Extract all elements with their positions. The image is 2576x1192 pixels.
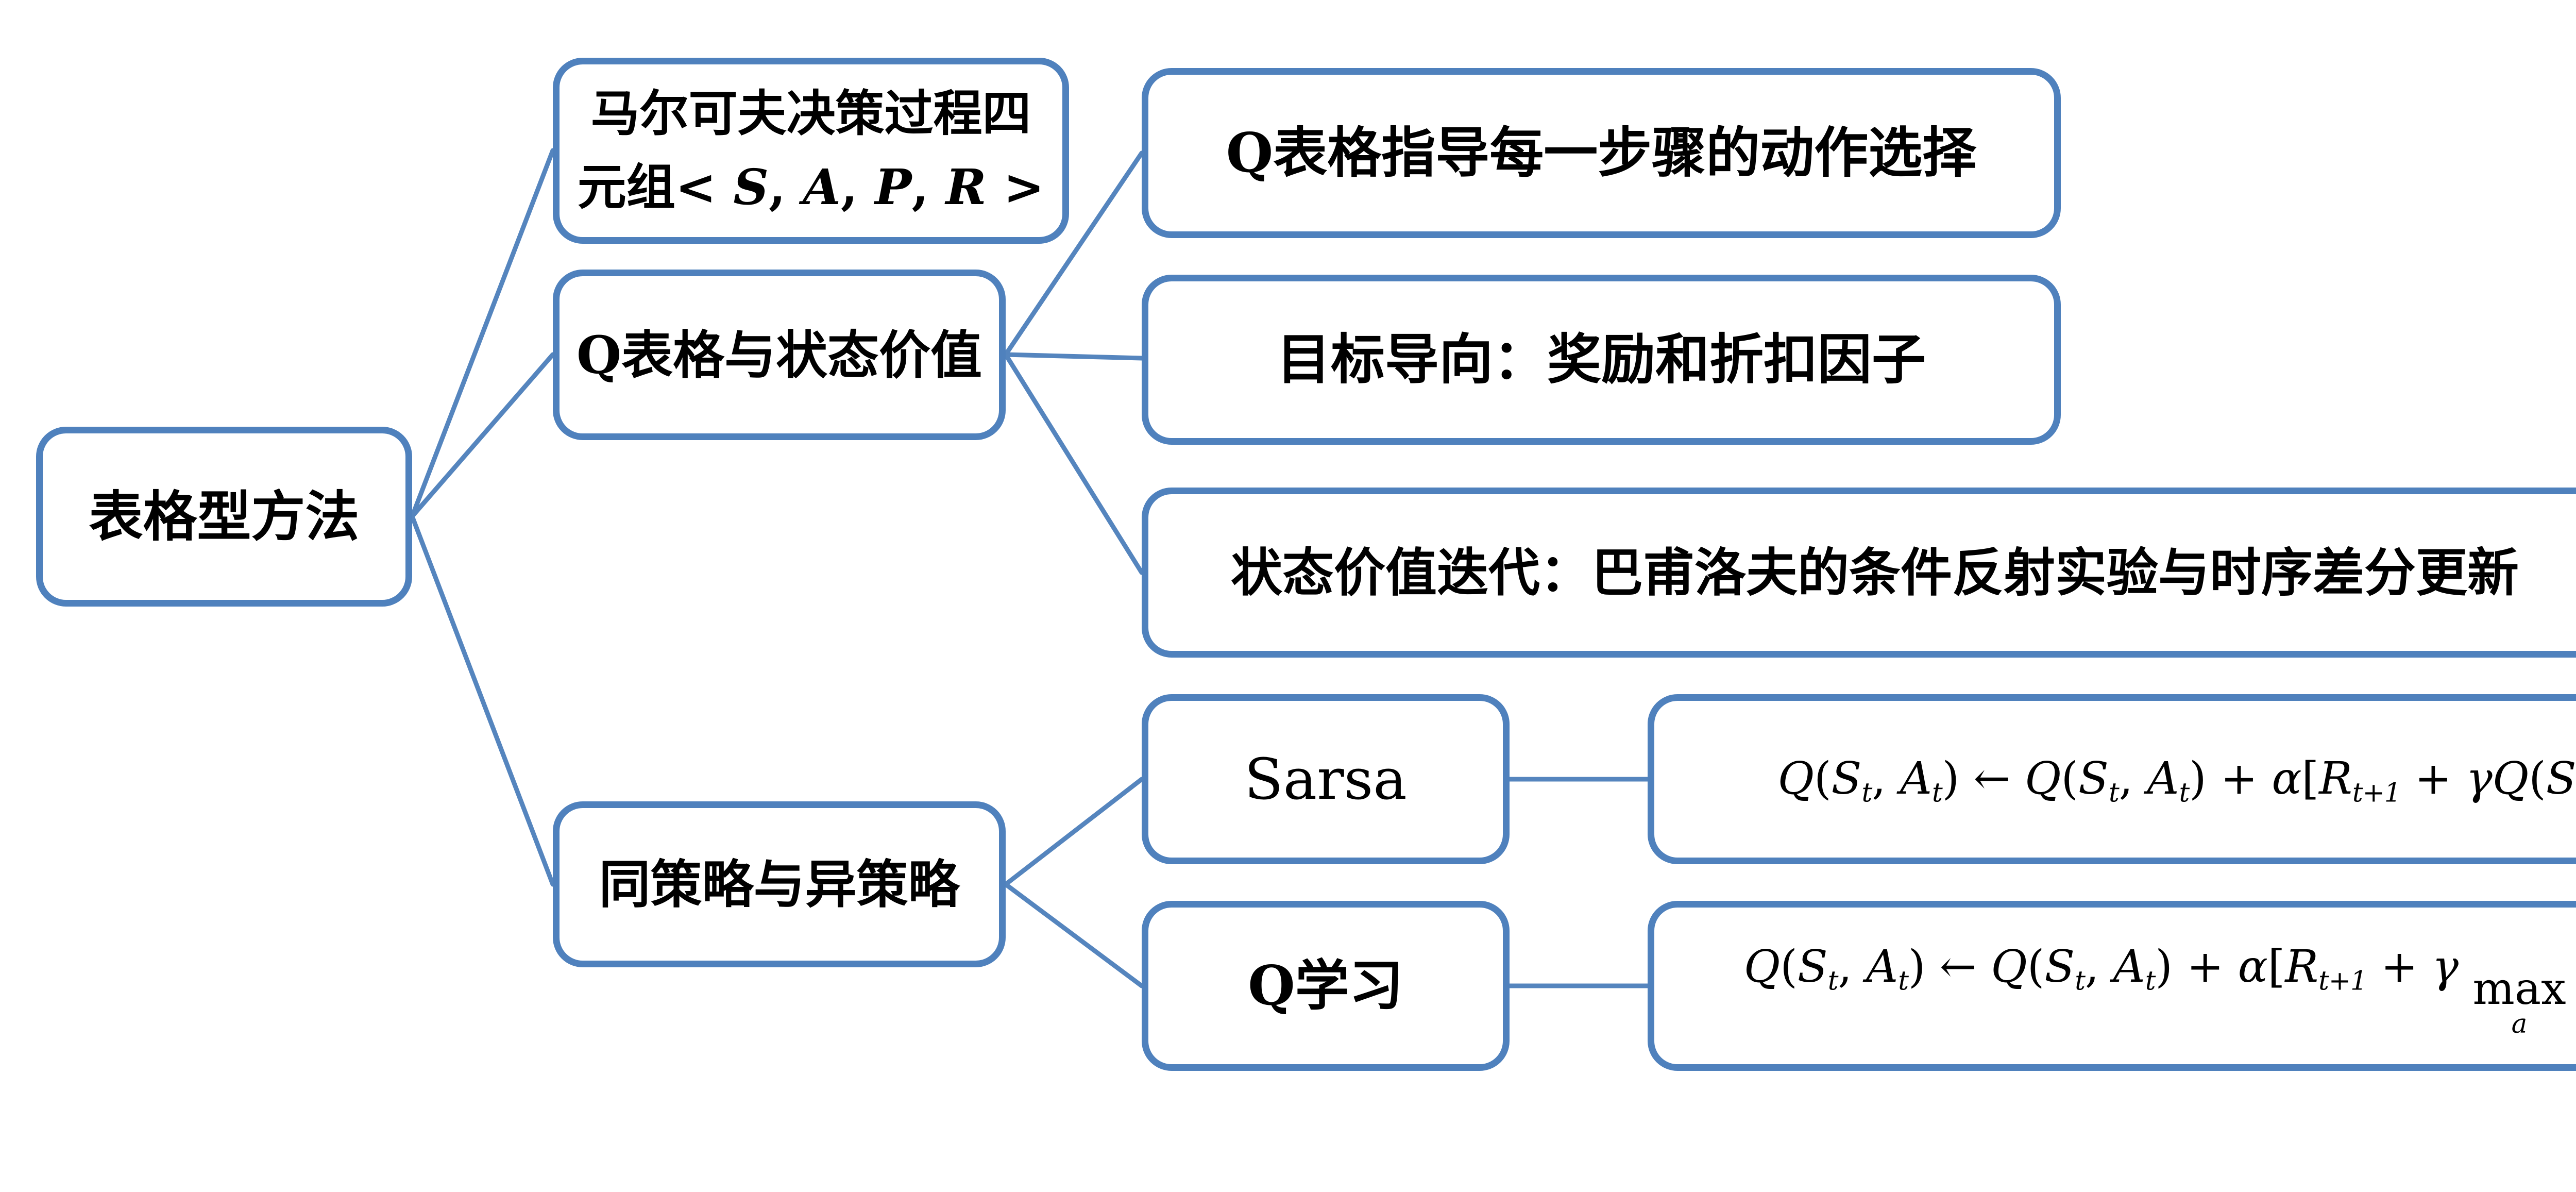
node-label: 同策略与异策略 [599,854,960,915]
node-sarsa-update-formula: Q(St, At) ← Q(St, At) + α[Rt+1 + γQ(St+1… [1648,694,2576,864]
connector-root-mdp [410,148,555,519]
node-label: 目标导向：奖励和折扣因子 [1276,327,1926,392]
connector-root-qtable [410,352,555,519]
node-mdp-tuple: 马尔可夫决策过程四元组< S, A, P, R > [553,58,1069,244]
node-label: Q学习 [1248,953,1403,1018]
connector-root-policy [410,514,555,887]
node-label: Q表格与状态价值 [576,324,982,385]
node-qtable-state-value: Q表格与状态价值 [553,270,1006,440]
node-label: 马尔可夫决策过程四元组< S, A, P, R > [577,85,1045,216]
connector-qtable-goal [1003,352,1144,361]
connector-policy-qlearning [1003,882,1144,988]
node-sarsa: Sarsa [1142,694,1510,864]
connector-qtable-valueiter [1003,352,1144,575]
node-label: 表格型方法 [89,484,360,548]
node-tabular-methods: 表格型方法 [36,427,412,607]
node-goal-oriented: 目标导向：奖励和折扣因子 [1142,275,2061,445]
connector-qtable-guide [1003,150,1144,357]
node-label: Sarsa [1244,746,1407,812]
node-qtable-guides-actions: Q表格指导每一步骤的动作选择 [1142,68,2061,238]
node-label: Q表格指导每一步骤的动作选择 [1226,121,1977,185]
formula-text: Q(St, At) ← Q(St, At) + α[Rt+1 + γQ(St+1… [1777,752,2576,809]
node-on-off-policy: 同策略与异策略 [553,801,1006,967]
node-qlearning: Q学习 [1142,901,1510,1071]
connector-policy-sarsa [1003,777,1144,887]
node-label: 状态价值迭代：巴甫洛夫的条件反射实验与时序差分更新 [1231,542,2519,603]
node-state-value-iteration: 状态价值迭代：巴甫洛夫的条件反射实验与时序差分更新 [1142,488,2576,658]
